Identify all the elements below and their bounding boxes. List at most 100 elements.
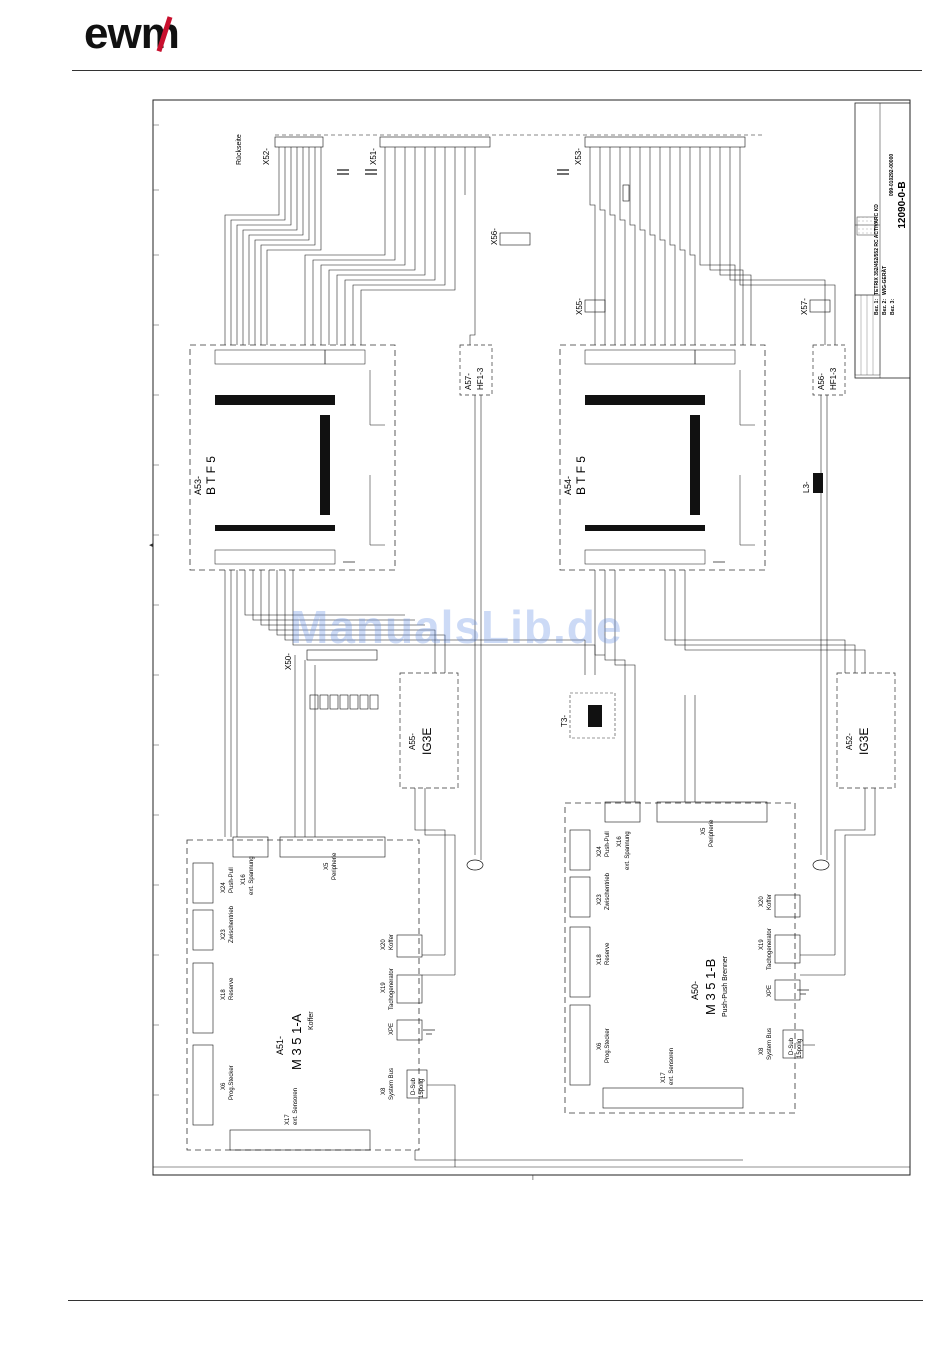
a54-relay-blocks <box>585 395 705 531</box>
module-a52 <box>836 672 896 789</box>
a51-name: M 3 5 1-A <box>289 1013 304 1070</box>
title-row2-label: Bez. 2: <box>882 299 888 315</box>
a51-x17-sub: ext. Sensoren <box>293 1088 299 1125</box>
a50-x17-sub: ext. Sensoren <box>669 1048 675 1085</box>
part-number: 099-010292-00000 <box>889 154 895 196</box>
a51-dsub-sub: 15polig <box>419 1079 425 1098</box>
a53-ref: A53- <box>193 476 203 495</box>
drawing-frame <box>152 99 911 1176</box>
title-row1-value: TETRIX 352/452/552 RC ACTIVARC KD <box>874 204 880 295</box>
l3-ref: L3- <box>802 481 811 493</box>
a51-x6-sub: Prog.Stecker <box>229 1065 235 1100</box>
title-row3-label: Bez. 3: <box>890 299 896 315</box>
x55-label: X55- <box>575 298 584 315</box>
a50-sub: Push-Push Brenner <box>722 955 729 1017</box>
a50-x6-sub: Prog.Stecker <box>605 1028 611 1063</box>
a50-x18-sub: Reserve <box>605 942 611 965</box>
qr-code-icon <box>856 216 876 236</box>
a51-x24: X24 <box>221 882 227 893</box>
x56-label: X56- <box>490 228 499 245</box>
wire-bundle-top <box>224 147 836 345</box>
footer-rule <box>68 1300 923 1301</box>
a51-x19: X19 <box>381 982 387 993</box>
module-a55 <box>399 672 459 789</box>
a51-x8-sub: System Bus <box>389 1068 395 1100</box>
a57-name: HF1-3 <box>476 367 485 390</box>
a51-x17: X17 <box>285 1114 291 1125</box>
title-row1-label: Bez. 1: <box>874 299 880 315</box>
a51-x8: X8 <box>381 1087 387 1095</box>
a50-x23: X23 <box>597 894 603 905</box>
a50-x16: X16 <box>617 836 623 847</box>
a51-x20: X20 <box>381 939 387 950</box>
a50-x24-sub: Push-Pull <box>605 831 611 857</box>
a50-x17: X17 <box>661 1072 667 1083</box>
module-a53 <box>189 344 396 571</box>
a51-ref: A51- <box>275 1036 285 1055</box>
a50-x6: X6 <box>597 1042 603 1050</box>
a51-x20-sub: Koffer <box>389 934 395 950</box>
a53-name: B T F 5 <box>204 456 218 495</box>
svg-text:◂: ◂ <box>149 542 153 549</box>
inductor-l3-icon <box>813 473 823 493</box>
x50-terminals <box>306 649 379 710</box>
a51-x6: X6 <box>221 1082 227 1090</box>
a51-x18-sub: Reserve <box>229 977 235 1000</box>
a54-name: B T F 5 <box>574 456 588 495</box>
a50-x20: X20 <box>759 896 765 907</box>
a50-x24: X24 <box>597 846 603 857</box>
a52-ref: A52- <box>845 733 854 750</box>
a51-dsub: D-Sub <box>411 1077 417 1095</box>
a50-x19: X19 <box>759 939 765 950</box>
a53-relay-blocks <box>215 395 335 531</box>
title-row2-value: WIG-GERÄT <box>881 266 888 295</box>
a50-x16-sub: ext. Spannung <box>625 831 631 870</box>
title-block: 12090-0-B 099-010292-00000 Bez. 1: TETRI… <box>854 102 911 379</box>
ewm-logo: ewm <box>84 10 180 58</box>
resistor-icon <box>622 184 630 202</box>
a51-x16: X16 <box>241 874 247 885</box>
a50-x8: X8 <box>759 1047 765 1055</box>
a50-ref: A50- <box>690 981 700 1000</box>
ground-icons <box>343 561 809 1035</box>
x57-label: X57- <box>800 298 809 315</box>
a57-ref: A57- <box>464 373 473 390</box>
a51-x23: X23 <box>221 929 227 940</box>
a51-xpe: XPE <box>389 1023 395 1035</box>
transformer-t3 <box>569 692 616 739</box>
module-a50 <box>564 802 796 1114</box>
a50-dsub: D-Sub <box>789 1037 795 1055</box>
rear-connectors <box>274 134 765 148</box>
a56-ref: A56- <box>817 373 826 390</box>
a51-x19-sub: Tachogenerator <box>389 968 395 1010</box>
a51-x5: X5 <box>324 862 330 870</box>
wire-bundle-mid <box>224 395 876 975</box>
module-a57 <box>459 344 493 396</box>
a52-name: IG3E <box>857 728 871 755</box>
wiring-schematic: ◂ | 12090-0-B 099-010292-00000 Bez. 1: T… <box>149 99 911 1180</box>
a51-x23-sub: Zwischentrieb <box>229 905 235 943</box>
ferrite-ring-icon <box>466 859 484 871</box>
t3-ref: T3- <box>560 715 569 727</box>
module-a56 <box>812 344 846 396</box>
header-rule <box>72 70 922 71</box>
a51-x5-sub: Peripherie <box>332 852 338 880</box>
a51-x16-sub: ext. Spannung <box>249 856 255 895</box>
a55-name: IG3E <box>420 728 434 755</box>
zone-ticks <box>153 124 159 1096</box>
x52-label: X52- <box>262 148 271 165</box>
a51-x18: X18 <box>221 989 227 1000</box>
a55-ref: A55- <box>408 733 417 750</box>
a50-dsub-sub: 15polig <box>797 1039 803 1058</box>
a50-xpe: XPE <box>767 985 773 997</box>
a56-name: HF1-3 <box>829 367 838 390</box>
a50-x19-sub: Tachogenerator <box>767 928 773 970</box>
ferrite-ring-icon-2 <box>812 859 830 871</box>
a54-ref: A54- <box>563 476 573 495</box>
svg-text:|: | <box>532 1176 534 1180</box>
capacitor-icons <box>337 169 569 175</box>
a51-sub: Koffer <box>308 1011 315 1030</box>
drawing-number: 12090-0-B <box>897 181 908 228</box>
a50-name: M 3 5 1-B <box>703 959 718 1015</box>
x51-label: X51- <box>369 148 378 165</box>
